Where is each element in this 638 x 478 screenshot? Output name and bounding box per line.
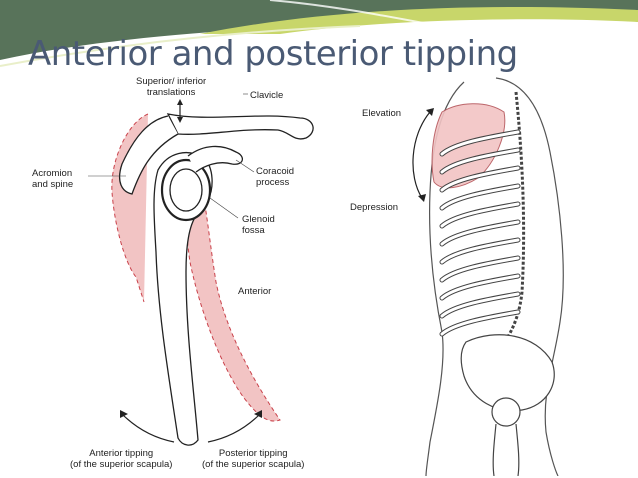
- scapula-tipping-figure: Superior/ inferior translations Clavicle…: [18, 72, 330, 476]
- spine: [465, 91, 526, 374]
- trunk-elevation-figure: Elevation Depression: [346, 72, 580, 476]
- scapula-body: [153, 152, 213, 446]
- clavicle: [166, 113, 314, 140]
- header-banner: [0, 0, 638, 67]
- anterior-tipping-label: Anterior tipping (of the superior scapul…: [70, 448, 173, 470]
- coracoid-process: [187, 145, 243, 173]
- elevation-depression-arrow: [412, 111, 431, 199]
- anterior-label: Anterior: [238, 286, 272, 297]
- scapula-highlight: [431, 103, 506, 189]
- coracoid-label: Coracoid process: [256, 166, 295, 188]
- clavicle-label: Clavicle: [250, 90, 284, 101]
- depression-label: Depression: [350, 202, 399, 213]
- glenoid-label: Glenoid fossa: [242, 214, 275, 236]
- rib-cage: [439, 129, 521, 337]
- elevation-label: Elevation: [362, 108, 402, 119]
- pelvis: [460, 334, 555, 412]
- acromion-label: Acromion and spine: [32, 168, 74, 190]
- slide-title: Anterior and posterior tipping: [28, 34, 518, 74]
- femur-head: [491, 397, 521, 427]
- sup-inf-label: Superior/ inferior translations: [136, 76, 207, 98]
- posterior-tipping-arrow: [207, 413, 261, 443]
- acromion: [118, 115, 179, 195]
- body-outline-back: [495, 77, 564, 476]
- femur: [492, 423, 520, 476]
- anterior-tipping-arrow: [121, 413, 175, 443]
- posterior-tipping-label: Posterior tipping (of the superior scapu…: [202, 448, 305, 470]
